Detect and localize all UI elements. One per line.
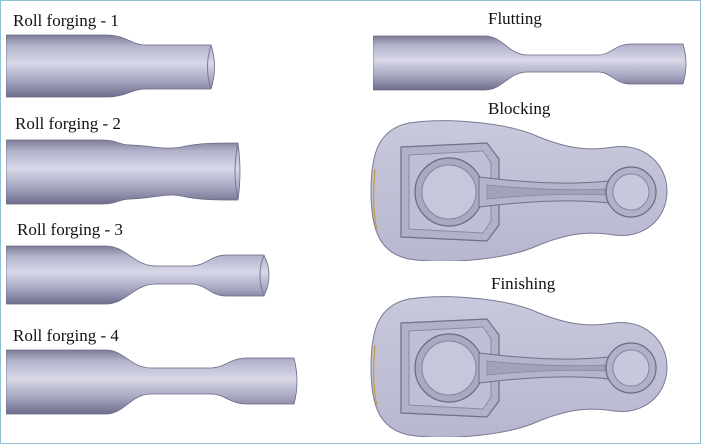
roll-forging-3-preform (6, 245, 270, 305)
finishing-label: Finishing (491, 274, 556, 293)
flutting-preform (373, 35, 687, 91)
blocking-label: Blocking (488, 99, 551, 118)
roll-forging-2-label: Roll forging - 2 (15, 114, 121, 133)
flutting-label: Flutting (488, 9, 542, 28)
roll-forging-1-preform (6, 34, 215, 98)
roll-forging-1-label: Roll forging - 1 (13, 11, 119, 30)
finishing-die-forging (370, 296, 668, 437)
roll-forging-4-label: Roll forging - 4 (13, 326, 119, 345)
roll-forging-2-preform (6, 139, 241, 205)
roll-forging-3-label: Roll forging - 3 (17, 220, 123, 239)
blocking-die-forging (370, 120, 668, 261)
roll-forging-4-preform (6, 349, 298, 415)
